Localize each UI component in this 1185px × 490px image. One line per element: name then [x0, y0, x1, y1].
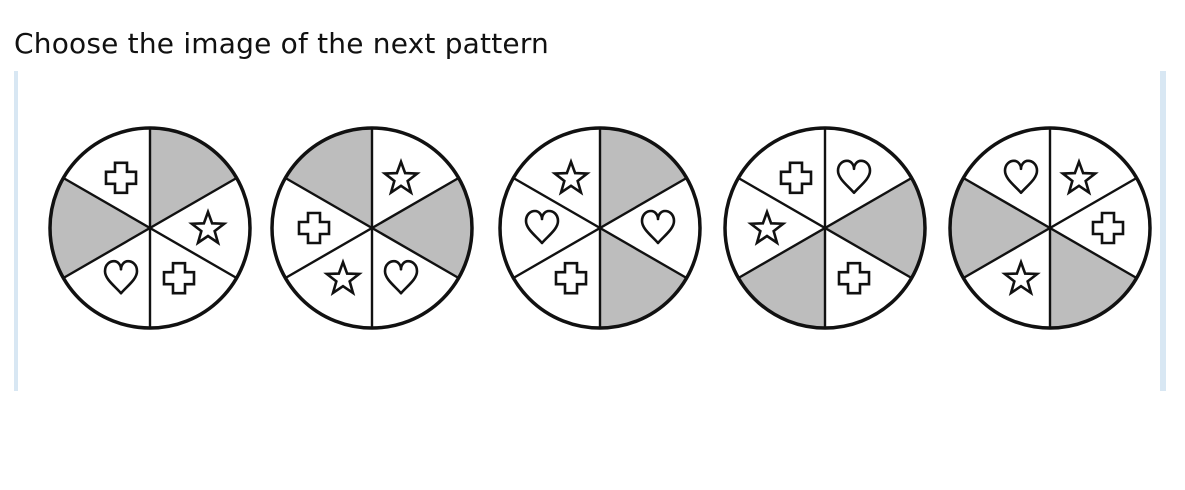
wheel-1 [48, 126, 252, 330]
heart-icon [640, 209, 676, 245]
heart-icon [836, 159, 872, 195]
plus-icon [1091, 211, 1125, 245]
wheel-4 [723, 126, 927, 330]
wheels-sequence [48, 126, 1152, 330]
wheel-outline [948, 126, 1152, 330]
divider-line [962, 176, 1138, 280]
heart-icon [383, 259, 419, 295]
star-icon [323, 258, 363, 297]
plus-icon [554, 261, 588, 295]
frame-right-edge [1160, 71, 1166, 391]
divider-line [737, 176, 913, 280]
plus-icon [297, 211, 331, 245]
plus-icon [162, 261, 196, 295]
star-icon [188, 208, 228, 246]
wheel-outline [723, 126, 927, 330]
wheel-2 [270, 126, 474, 330]
sector-left-shaded [50, 178, 150, 278]
plus-icon [779, 161, 813, 195]
star-icon [1059, 157, 1099, 196]
wheel-outline [498, 126, 702, 330]
sector-right-shaded [825, 178, 925, 278]
star-icon [747, 208, 787, 246]
wheel-3 [498, 126, 702, 330]
question-text: Choose the image of the next pattern [14, 27, 549, 60]
divider-line [512, 176, 688, 280]
sector-left-shaded [950, 178, 1050, 278]
wheel-outline [270, 126, 474, 330]
star-icon [551, 157, 591, 196]
divider-line [284, 176, 460, 280]
star-icon [381, 157, 421, 196]
wheel-5 [948, 126, 1152, 330]
plus-icon [104, 161, 138, 195]
frame-left-edge [14, 71, 18, 391]
heart-icon [103, 259, 139, 295]
heart-icon [1003, 159, 1039, 195]
divider-line [62, 176, 238, 280]
pattern-figure [14, 71, 1166, 391]
heart-icon [524, 209, 560, 245]
star-icon [1001, 258, 1041, 297]
sector-right-shaded [372, 178, 472, 278]
plus-icon [837, 261, 871, 295]
wheel-outline [48, 126, 252, 330]
